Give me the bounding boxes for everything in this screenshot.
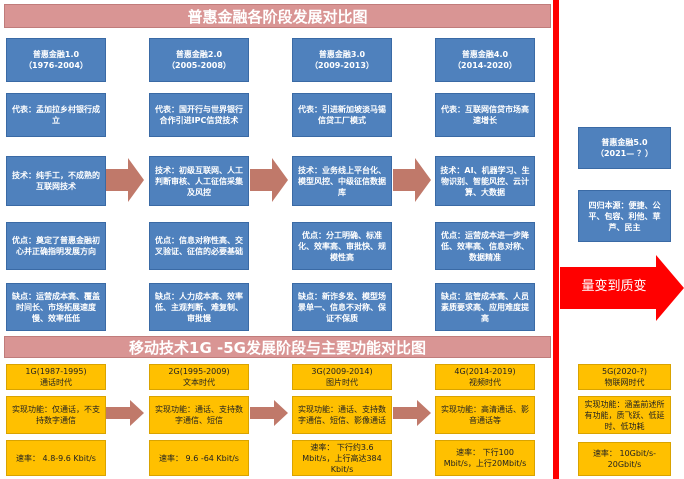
era-divider-line	[553, 0, 559, 479]
finance-2-disadvantages-box: 缺点：人力成本高、效率低、主观判断、难复制、审批慢	[149, 283, 249, 331]
finance-2-stage-box: 普惠金融2.0 （2005-2008）	[149, 38, 249, 82]
transition-arrow-1	[106, 158, 144, 202]
mobile-3g-functions-box: 实现功能：通话、支持数字通信、短信、影像通话	[292, 396, 392, 434]
mobile-chart-title: 移动技术1G -5G发展阶段与主要功能对比图	[4, 336, 551, 358]
finance-3-disadvantages-box: 缺点：新诈多发、模型场景单一、信息不对称、保证不保质	[292, 283, 392, 331]
finance-2-advantages-box: 优点：信息对称性高、交叉验证、征信的必要基础	[149, 222, 249, 270]
finance-3-advantages-box: 优点：分工明确、标准化、效率高、审批快、规模性高	[292, 222, 392, 270]
mobile-2g-speed-box: 速率： 9.6 -64 Kbit/s	[149, 440, 249, 476]
finance-2-technology-box: 技术：初级互联网、人工判断审核、人工征信采集及风控	[149, 156, 249, 206]
qualitative-change-arrow	[560, 255, 684, 321]
mobile-1g-functions-box: 实现功能：仅通话，不支持数字通信	[6, 396, 106, 434]
mobile-2g-era-box: 2G(1995-2009) 文本时代	[149, 364, 249, 390]
finance-3-representative-box: 代表：引进新加坡淡马锡信贷工厂模式	[292, 93, 392, 137]
finance-1-disadvantages-box: 缺点：运营成本高、覆盖时间长、市场拓展速度慢、效率低低	[6, 283, 106, 331]
mobile-arrow-1	[106, 400, 144, 426]
qualitative-change-label: 量变到质变	[581, 279, 647, 294]
finance-1-representative-box: 代表：孟加拉乡村银行成立	[6, 93, 106, 137]
finance-1-stage-box: 普惠金融1.0 （1976-2004）	[6, 38, 106, 82]
mobile-1g-speed-box: 速率： 4.8-9.6 Kbit/s	[6, 440, 106, 476]
finance-4-disadvantages-box: 缺点：监管成本高、人员素质要求高、应用难度提高	[435, 283, 535, 331]
finance-4-technology-box: 技术：AI、机器学习、生物识别、智能风控、云计算、大数据	[435, 156, 535, 206]
mobile-5g-era: 5G(2020-?) 物联网时代	[578, 364, 671, 390]
finance-4-advantages-box: 优点：运营成本进一步降低、效率高、信息对称、数据精准	[435, 222, 535, 270]
finance-chart-title: 普惠金融各阶段发展对比图	[4, 4, 551, 28]
transition-arrow-2	[250, 158, 288, 202]
mobile-4g-era-box: 4G(2014-2019) 视频时代	[435, 364, 535, 390]
mobile-5g-functions: 实现功能：涵盖前述所有功能，质飞跃、低延时、低功耗	[578, 396, 671, 434]
mobile-arrow-3	[393, 400, 431, 426]
mobile-1g-era-box: 1G(1987-1995) 通话时代	[6, 364, 106, 390]
mobile-4g-functions-box: 实现功能：高清通话、影音通话等	[435, 396, 535, 434]
finance-4-stage-box: 普惠金融4.0 （2014-2020）	[435, 38, 535, 82]
finance-1-advantages-box: 优点：奠定了普惠金融初心并正确指明发展方向	[6, 222, 106, 270]
finance-stage-5-box: 普惠金融5.0 （2021— ？）	[578, 127, 671, 169]
finance-1-technology-box: 技术：纯手工，不成熟的互联网技术	[6, 156, 106, 206]
finance-2-representative-box: 代表：国开行与世界银行合作引进IPC信贷技术	[149, 93, 249, 137]
mobile-3g-era-box: 3G(2009-2014) 图片时代	[292, 364, 392, 390]
finance-3-stage-box: 普惠金融3.0 （2009-2013）	[292, 38, 392, 82]
mobile-2g-functions-box: 实现功能：通话、支持数字通信、短信	[149, 396, 249, 434]
mobile-5g-speed: 速率： 10Gbit/s-20Gbit/s	[578, 442, 671, 476]
mobile-4g-speed-box: 速率： 下行100 Mbit/s，上行20Mbit/s	[435, 440, 535, 476]
transition-arrow-3	[393, 158, 431, 202]
mobile-arrow-2	[250, 400, 288, 426]
finance-4-representative-box: 代表：互联网信贷市场高速增长	[435, 93, 535, 137]
finance-stage-5-features: 四归本源：便捷、公平、包容、利他、草芦、民主	[578, 190, 671, 242]
mobile-3g-speed-box: 速率： 下行约3.6 Mbit/s，上行高达384 Kbit/s	[292, 440, 392, 476]
finance-3-technology-box: 技术：业务线上平台化、模型风控、中级征信数据库	[292, 156, 392, 206]
